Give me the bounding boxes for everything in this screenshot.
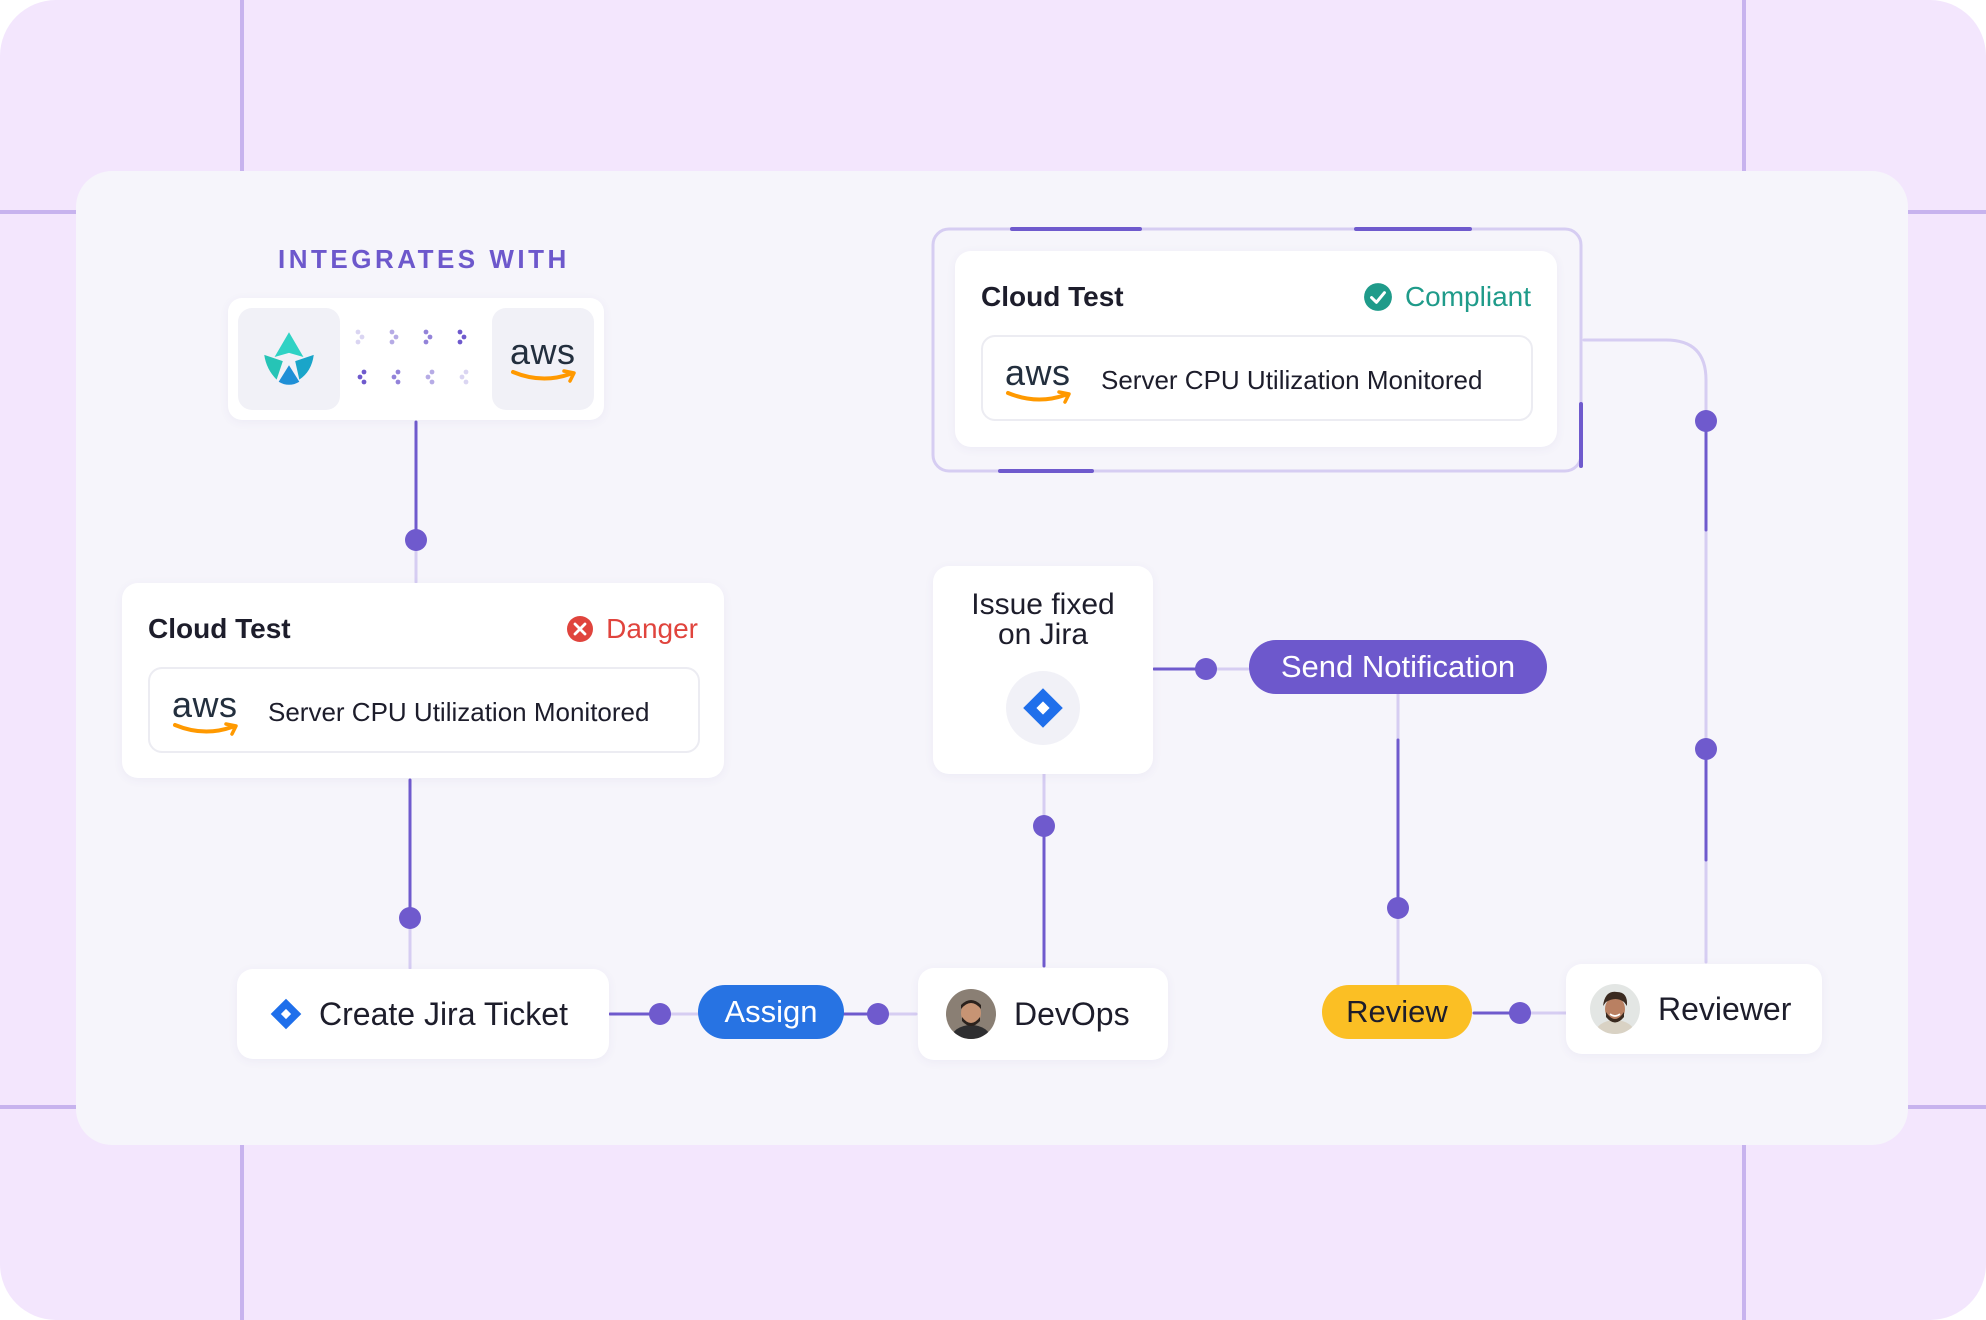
status-label: Compliant — [1404, 281, 1531, 312]
aws-logo: aws — [172, 687, 242, 737]
devops-node: DevOps — [918, 968, 1168, 1060]
card-title: Cloud Test — [148, 613, 291, 644]
reviewer-label: Reviewer — [1658, 990, 1792, 1027]
issue-fixed-label: Issue fixed on Jira — [933, 590, 1153, 650]
status-danger: Danger — [566, 613, 698, 645]
compliant-frame — [931, 227, 1583, 473]
send-notification-pill: Send Notification — [1249, 640, 1547, 694]
aws-smile-icon — [511, 369, 576, 383]
issue-fixed-card: Issue fixed on Jira — [933, 566, 1153, 774]
aws-logo-text: aws — [1005, 352, 1071, 393]
aws-smile-icon — [1006, 390, 1071, 404]
integration-card: aws — [228, 298, 604, 420]
cloud-test-compliant-card: Cloud Test Compliant aws Server CPU Util… — [955, 251, 1557, 447]
aws-smile-icon — [173, 722, 238, 736]
x-circle-icon — [567, 616, 594, 642]
connector-dot — [867, 1003, 889, 1025]
grid-line — [1908, 1105, 1986, 1109]
sync-arrows-icon — [355, 329, 469, 385]
monitor-text: Server CPU Utilization Monitored — [1101, 365, 1483, 395]
reviewer-avatar — [1590, 984, 1640, 1034]
devops-avatar — [946, 989, 996, 1039]
status-compliant: Compliant — [1363, 281, 1531, 313]
grid-line — [240, 0, 244, 171]
aws-logo: aws — [510, 334, 580, 384]
grid-line — [1908, 210, 1986, 214]
connector-dot — [1695, 410, 1717, 432]
devops-label: DevOps — [1014, 995, 1130, 1032]
monitor-row: aws Server CPU Utilization Monitored — [981, 335, 1533, 421]
connector-dot — [405, 529, 427, 551]
brand-logo-tile — [238, 308, 340, 410]
connector-dot — [399, 907, 421, 929]
aws-logo-text: aws — [510, 331, 576, 372]
create-jira-ticket-label: Create Jira Ticket — [319, 995, 568, 1032]
aws-logo: aws — [1005, 355, 1075, 405]
monitor-text: Server CPU Utilization Monitored — [268, 697, 650, 727]
connector-dot — [1033, 815, 1055, 837]
check-circle-icon — [1364, 283, 1392, 311]
assign-pill: Assign — [698, 985, 844, 1039]
create-jira-ticket-node: Create Jira Ticket — [237, 969, 609, 1059]
aws-logo-text: aws — [172, 684, 238, 725]
connector-dot — [1695, 738, 1717, 760]
grid-line — [1742, 1145, 1746, 1320]
connector-dot — [1387, 897, 1409, 919]
grid-line — [0, 210, 76, 214]
integrates-label: INTEGRATES WITH — [278, 244, 570, 274]
grid-line — [0, 1105, 76, 1109]
status-label: Danger — [606, 613, 698, 644]
monitor-row: aws Server CPU Utilization Monitored — [148, 667, 700, 753]
issue-fixed-line-1: Issue fixed — [971, 588, 1115, 621]
aws-logo-tile: aws — [492, 308, 594, 410]
connector-dot — [1509, 1002, 1531, 1024]
issue-fixed-line-2: on Jira — [997, 618, 1089, 651]
reviewer-node: Reviewer — [1566, 964, 1822, 1054]
jira-icon — [270, 998, 302, 1030]
person-avatar-icon — [1590, 984, 1640, 1034]
person-avatar-icon — [946, 989, 996, 1039]
review-pill: Review — [1322, 985, 1472, 1039]
jira-icon-tile — [1006, 671, 1080, 745]
cloud-test-danger-card: Cloud Test Danger aws Server CPU Utiliza… — [122, 583, 724, 778]
brand-logo-icon — [264, 332, 314, 385]
connector-dot — [649, 1003, 671, 1025]
connector-dot — [1195, 658, 1217, 680]
card-title: Cloud Test — [981, 281, 1124, 312]
grid-line — [240, 1145, 244, 1320]
grid-line — [1742, 0, 1746, 171]
jira-icon — [1023, 688, 1063, 728]
